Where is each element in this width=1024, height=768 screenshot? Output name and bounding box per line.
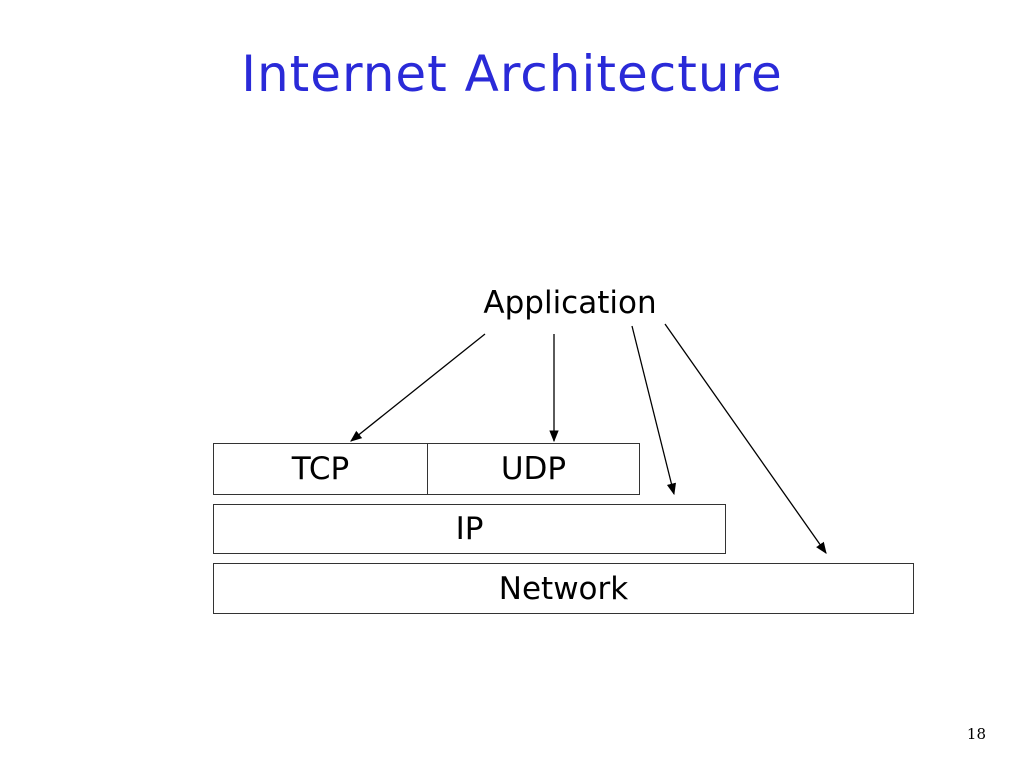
page-number: 18 (966, 725, 986, 743)
ip-label: IP (455, 511, 484, 547)
tcp-box: TCP (213, 443, 428, 495)
arrow-to-network (664, 323, 827, 554)
slide-title: Internet Architecture (241, 45, 783, 103)
udp-label: UDP (500, 451, 567, 487)
ip-box: IP (213, 504, 726, 554)
arrow-to-ip (631, 325, 676, 496)
udp-box: UDP (427, 443, 640, 495)
tcp-label: TCP (291, 451, 350, 487)
application-label: Application (483, 285, 657, 321)
network-box: Network (213, 563, 914, 614)
network-label: Network (498, 570, 629, 607)
arrow-to-tcp (350, 333, 486, 442)
